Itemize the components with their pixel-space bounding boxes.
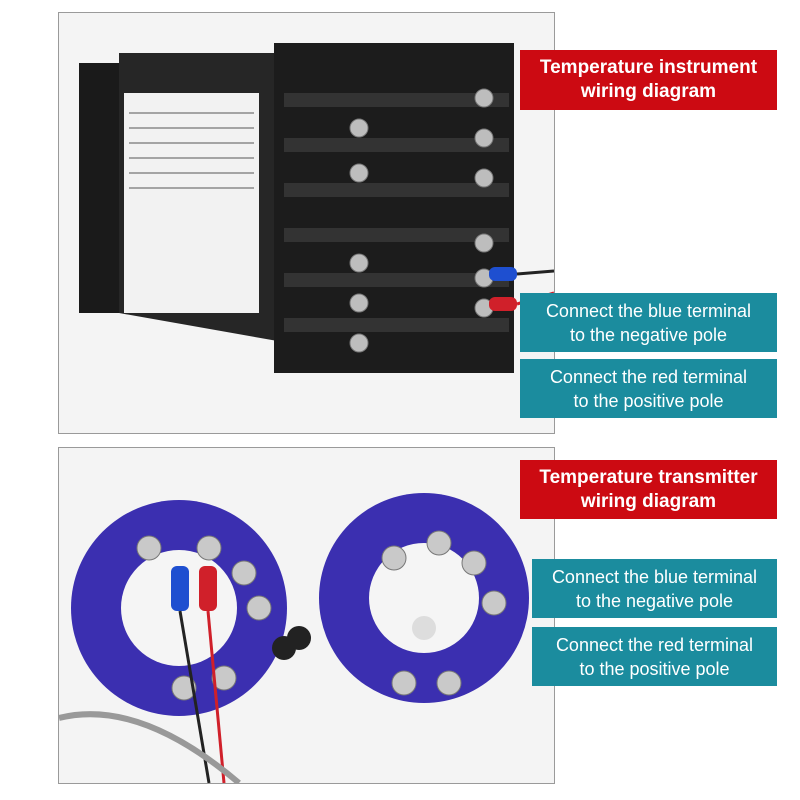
transmitter-photo [58, 447, 555, 784]
instrument-photo [58, 12, 555, 434]
note-line1: Connect the blue terminal [551, 566, 758, 587]
note-line1: Connect the red terminal [549, 366, 748, 387]
instrument-title-label: Temperature instrument wiring diagram [520, 50, 777, 110]
instrument-title-line1: Temperature instrument [539, 57, 758, 78]
note-line2: to the positive pole [579, 658, 730, 679]
instrument-blue-terminal-note: Connect the blue terminal to the negativ… [520, 293, 777, 352]
temperature-controller-illustration [79, 43, 554, 373]
instrument-title-line2: wiring diagram [580, 81, 717, 102]
note-line1: Connect the blue terminal [545, 300, 752, 321]
transmitter-title-line1: Temperature transmitter [539, 466, 758, 488]
note-line1: Connect the red terminal [555, 634, 754, 655]
note-line2: to the negative pole [569, 324, 728, 345]
transmitter-blue-terminal-note: Connect the blue terminal to the negativ… [532, 559, 777, 618]
transmitter-title-line2: wiring diagram [580, 490, 717, 512]
note-line2: to the negative pole [575, 590, 734, 611]
temperature-transmitter-illustration [59, 493, 529, 783]
note-line2: to the positive pole [573, 390, 724, 411]
transmitter-red-terminal-note: Connect the red terminal to the positive… [532, 627, 777, 686]
instrument-red-terminal-note: Connect the red terminal to the positive… [520, 359, 777, 418]
transmitter-title-label: Temperature transmitter wiring diagram [520, 460, 777, 519]
